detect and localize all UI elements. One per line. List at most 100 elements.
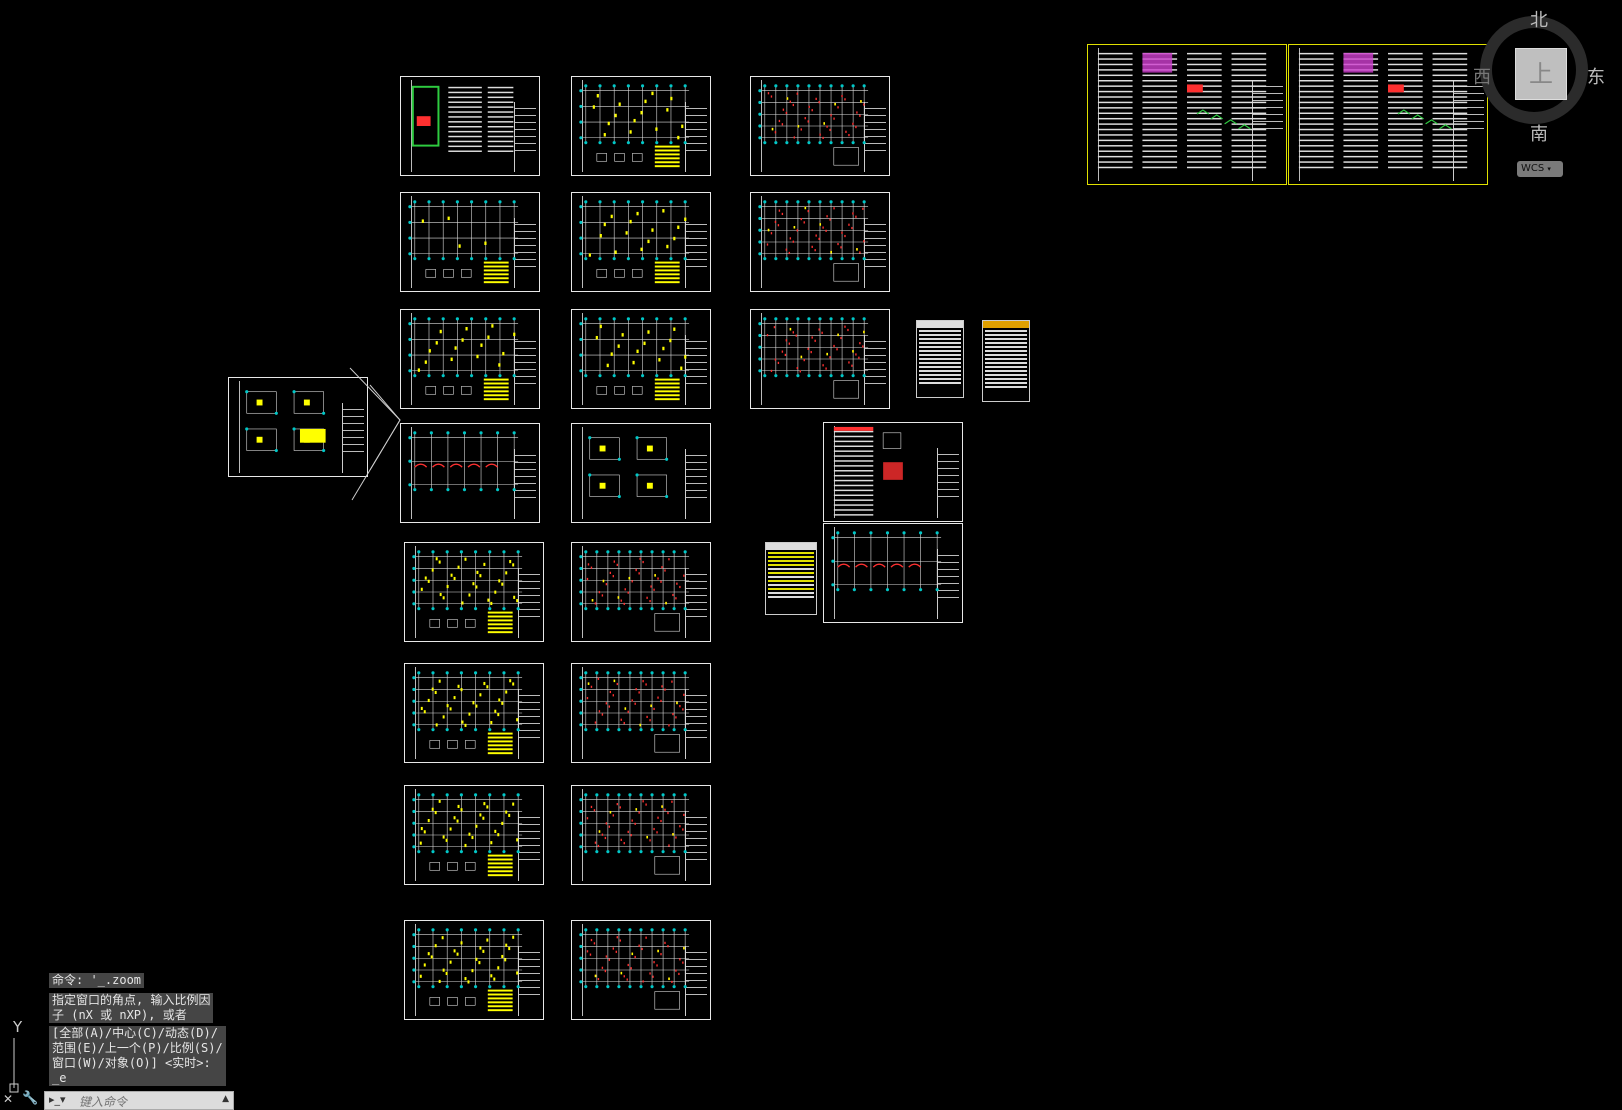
sheet-drawing <box>408 200 519 284</box>
drawing-sheet[interactable] <box>571 309 711 409</box>
command-history-line: 指定窗口的角点, 输入比例因 子 (nX 或 nXP), 或者 <box>49 993 214 1023</box>
wcs-label: WCS <box>1521 163 1545 174</box>
command-input[interactable] <box>77 1093 221 1110</box>
ucs-icon <box>9 1038 19 1093</box>
sheet-margin-strip <box>232 381 240 473</box>
sheet-drawing <box>1298 52 1468 169</box>
view-cube-face-top[interactable]: 上 <box>1515 48 1567 100</box>
sheet-drawing <box>412 793 523 877</box>
sheet-drawing <box>412 928 523 1012</box>
command-history-line: [全部(A)/中心(C)/动态(D)/ 范围(E)/上一个(P)/比例(S)/ … <box>49 1026 226 1086</box>
compass-west[interactable]: 西 <box>1473 67 1491 88</box>
title-block <box>685 334 707 405</box>
compass-south[interactable]: 南 <box>1530 124 1548 145</box>
title-block <box>514 334 536 405</box>
sheet-drawing <box>579 793 690 875</box>
sheet-margin-strip <box>404 427 412 519</box>
title-block <box>1252 79 1283 181</box>
sheet-drawing <box>412 550 523 634</box>
wrench-icon[interactable]: 🔧 <box>22 1091 39 1106</box>
schedule-table[interactable] <box>916 320 964 398</box>
schedule-table[interactable] <box>982 320 1030 402</box>
title-block <box>514 217 536 288</box>
sheet-drawing <box>412 671 523 755</box>
sheet-drawing <box>579 550 690 632</box>
sheet-drawing <box>411 85 514 152</box>
sheet-margin-strip <box>1091 48 1099 181</box>
title-block <box>514 101 536 172</box>
sheet-margin-strip <box>575 313 583 405</box>
drawing-sheet[interactable] <box>400 423 540 523</box>
title-block <box>518 810 540 881</box>
title-block <box>685 101 707 172</box>
sheet-margin-strip <box>575 196 583 288</box>
title-block <box>1453 79 1484 181</box>
drawing-sheet[interactable] <box>750 76 890 176</box>
title-block <box>342 402 364 473</box>
title-block <box>864 101 886 172</box>
ucs-y-label: Y <box>13 1018 23 1036</box>
command-bar[interactable]: ▸_▾ ▲ <box>44 1091 234 1110</box>
close-icon[interactable]: ✕ <box>3 1092 14 1106</box>
chevron-down-icon: ▾ <box>1547 165 1551 173</box>
compass-east[interactable]: 东 <box>1587 67 1605 88</box>
drawing-sheet[interactable] <box>823 422 963 522</box>
drawing-sheet[interactable] <box>571 663 711 763</box>
drawing-sheet[interactable] <box>404 542 544 642</box>
drawing-sheet[interactable] <box>571 423 711 523</box>
sheet-drawing <box>579 671 690 753</box>
drawing-sheet[interactable] <box>571 76 711 176</box>
title-block <box>685 688 707 759</box>
drawing-sheet[interactable] <box>750 192 890 292</box>
sheet-margin-strip <box>404 80 412 172</box>
sheet-margin-strip <box>827 527 835 619</box>
title-block <box>514 448 536 519</box>
sheet-drawing <box>831 531 942 592</box>
drawing-sheet[interactable] <box>404 785 544 885</box>
sheet-margin-strip <box>1292 48 1300 181</box>
drawing-sheet[interactable] <box>571 192 711 292</box>
sheet-margin-strip <box>575 427 583 519</box>
title-block <box>937 447 959 518</box>
command-prompt-icon[interactable]: ▸_▾ <box>49 1093 66 1106</box>
drawing-sheet[interactable] <box>571 920 711 1020</box>
sheet-margin-strip <box>827 426 835 518</box>
drawing-sheet[interactable] <box>404 663 544 763</box>
compass-north[interactable]: 北 <box>1530 10 1548 31</box>
sheet-drawing <box>579 200 690 284</box>
title-block <box>685 217 707 288</box>
drawing-sheet[interactable] <box>400 76 540 176</box>
drawing-sheet[interactable] <box>1288 44 1488 185</box>
title-block <box>685 448 707 519</box>
chevron-up-icon[interactable]: ▲ <box>222 1094 229 1104</box>
title-block <box>864 217 886 288</box>
sheet-drawing <box>758 84 869 166</box>
drawing-sheet[interactable] <box>404 920 544 1020</box>
sheet-drawing <box>579 317 690 401</box>
drawing-sheet[interactable] <box>400 309 540 409</box>
drawing-sheet[interactable] <box>750 309 890 409</box>
title-block <box>518 567 540 638</box>
sheet-margin-strip <box>404 196 412 288</box>
command-history-line: 命令: '_.zoom <box>49 973 145 988</box>
sheet-margin-strip <box>575 80 583 172</box>
drawing-sheet[interactable] <box>228 377 368 477</box>
sheet-drawing <box>833 426 903 516</box>
sheet-drawing <box>408 317 519 401</box>
title-block <box>518 945 540 1016</box>
sheet-drawing <box>408 431 519 492</box>
drawing-sheet[interactable] <box>571 542 711 642</box>
drawing-sheet[interactable] <box>1087 44 1287 185</box>
title-block <box>864 334 886 405</box>
sheet-drawing <box>579 928 690 1010</box>
sheet-drawing <box>579 84 690 168</box>
title-block <box>518 688 540 759</box>
drawing-sheet[interactable] <box>571 785 711 885</box>
drawing-sheet[interactable] <box>823 523 963 623</box>
wcs-menu[interactable]: WCS ▾ <box>1517 161 1563 177</box>
schedule-table[interactable] <box>765 542 817 615</box>
title-block <box>685 945 707 1016</box>
sheet-drawing <box>758 200 869 282</box>
drawing-sheet[interactable] <box>400 192 540 292</box>
sheet-drawing <box>245 390 326 453</box>
